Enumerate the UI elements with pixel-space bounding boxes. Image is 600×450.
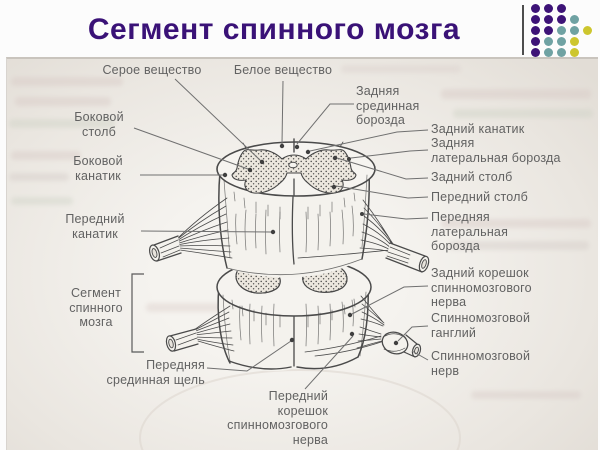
leader-lines (133, 78, 429, 390)
nerve-trunk-upper-left (149, 235, 182, 262)
label-lateral-column: Боковой столб (74, 110, 124, 139)
decor-dot (570, 15, 579, 24)
decor-separator-line (522, 5, 524, 55)
bleed-through-artifact (15, 97, 111, 106)
bleed-through-artifact (9, 119, 115, 128)
bleed-through-artifact (441, 89, 591, 99)
dot-posterior-median-sulcus (294, 144, 300, 150)
dot-gray-matter (259, 159, 265, 165)
label-spinal-ganglion: Спинномозговой ганглий (431, 311, 531, 340)
dot-posterior-root (347, 312, 353, 318)
decor-dot (544, 4, 553, 13)
bleed-through-artifact (11, 197, 73, 205)
leader-posterior-lateral-sulcus (350, 149, 429, 159)
decor-dot (557, 4, 566, 13)
label-posterior-column: Задний столб (431, 170, 513, 184)
decor-dot (570, 37, 579, 46)
anterior-median-fissure-upper (291, 178, 295, 265)
label-anterior-root: Передний корешок спинномозгового нерва (227, 389, 328, 447)
leader-spinal-nerve (411, 350, 429, 361)
dot-anterior-median-fissure (289, 337, 295, 343)
label-anterior-lateral-sulcus: Передняя латеральная борозда (431, 210, 509, 254)
bleed-through-artifact (11, 151, 81, 160)
bleed-through-artifact (341, 65, 461, 73)
leader-anterior-median-fissure (206, 340, 292, 372)
label-posterior-funiculus: Задний канатик (431, 122, 525, 136)
decor-dot (531, 37, 540, 46)
decor-dot (531, 26, 540, 35)
decor-dot (570, 48, 579, 57)
dot-lateral-funiculus (222, 172, 228, 178)
label-lateral-funiculus: Боковой канатик (73, 154, 123, 183)
leader-anterior-funiculus (140, 230, 272, 233)
decor-dot (544, 15, 553, 24)
label-anterior-median-fissure: Передняя срединная щель (106, 358, 205, 387)
decor-dot (557, 15, 566, 24)
nerve-fan-upper-right (297, 199, 396, 259)
hatching (222, 174, 368, 362)
bleed-through-artifact (9, 173, 69, 181)
dot-anterior-funiculus (270, 229, 276, 235)
label-posterior-median-sulcus: Задняя срединная борозда (356, 84, 420, 128)
dot-posterior-lateral-sulcus (347, 157, 351, 161)
dot-posterior-column (332, 155, 338, 161)
leader-white-matter (281, 80, 284, 145)
decor-dot (570, 26, 579, 35)
upper-segment-body (218, 170, 370, 278)
bleed-through-artifact (449, 241, 589, 250)
dot-anterior-root (349, 331, 355, 337)
bleed-through-artifact (453, 109, 593, 118)
lower-bottom-scallops (228, 356, 359, 370)
decor-dot (557, 26, 566, 35)
decor-dot (557, 48, 566, 57)
leader-lateral-column (133, 127, 249, 170)
label-anterior-column: Передний столб (431, 190, 528, 204)
decor-dot (557, 37, 566, 46)
nerve-trunk-upper-right (385, 242, 430, 273)
leader-posterior-funiculus (309, 129, 429, 152)
decor-dot (531, 48, 540, 57)
dot-white-matter (279, 143, 285, 149)
leader-spinal-ganglion (397, 325, 429, 342)
dot-spinal-ganglion (393, 340, 399, 346)
label-spinal-nerve: Спинномозговой нерв (431, 349, 531, 378)
segment-bracket (131, 273, 144, 353)
decor-dot (583, 26, 592, 35)
label-spinal-cord-segment: Сегмент спинного мозга (69, 286, 123, 330)
leader-dots (222, 143, 399, 346)
dot-posterior-funiculus (305, 149, 311, 155)
label-anterior-funiculus: Передний канатик (65, 212, 125, 241)
dot-anterior-lateral-sulcus (360, 212, 364, 216)
central-canal (288, 161, 298, 169)
nerve-fan-lower-left (192, 305, 235, 352)
nerve-trunk-lower-left (165, 328, 199, 352)
leader-posterior-median-sulcus (296, 103, 354, 145)
decor-dot (544, 37, 553, 46)
decor-dot (531, 4, 540, 13)
decor-dot (544, 48, 553, 57)
label-posterior-lateral-sulcus: Задняя латеральная борозда (431, 136, 561, 165)
decor-dot-grid (531, 4, 599, 57)
leader-gray-matter (174, 78, 262, 162)
bleed-through-artifact (11, 77, 123, 86)
dot-lateral-column (247, 167, 253, 173)
bleed-through-artifact (471, 391, 581, 399)
slide-title: Сегмент спинного мозга (87, 13, 461, 46)
label-posterior-root: Задний корешок спинномозгового нерва (431, 266, 532, 310)
decor-dot (544, 26, 553, 35)
label-gray-matter: Серое вещество (102, 63, 202, 77)
leader-anterior-column (335, 185, 429, 199)
leader-posterior-root (351, 285, 429, 315)
scan-ghost-curve (139, 369, 461, 450)
dot-anterior-column (331, 184, 337, 190)
decor-dot (531, 15, 540, 24)
bleed-through-artifact (441, 219, 591, 228)
nerve-trunk-lower-right (403, 334, 422, 358)
leader-anterior-root (304, 335, 354, 390)
label-white-matter: Белое вещество (233, 63, 333, 77)
leader-anterior-lateral-sulcus (363, 213, 429, 220)
leader-posterior-column (336, 157, 429, 180)
